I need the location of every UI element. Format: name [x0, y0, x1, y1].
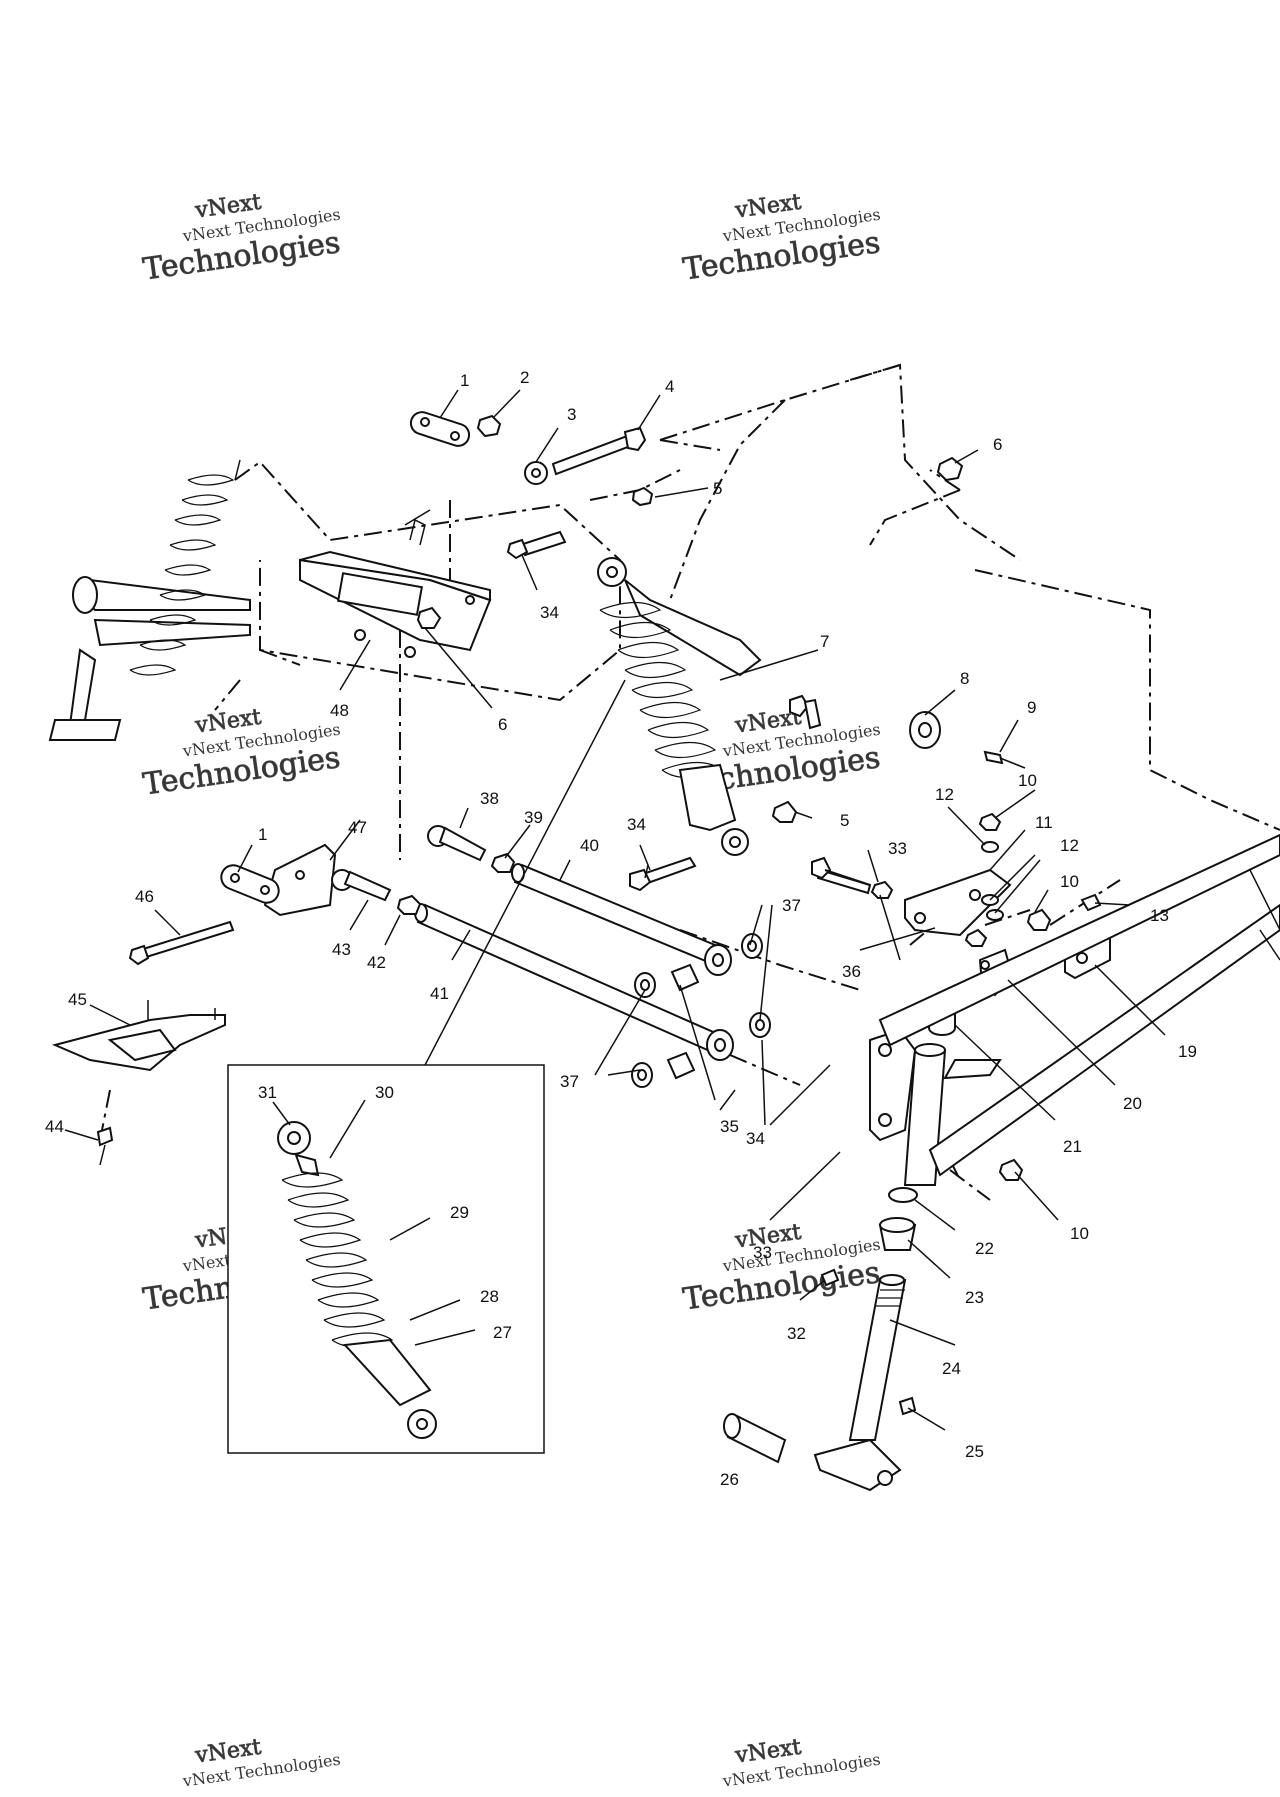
- callout-35: 35: [720, 1117, 739, 1136]
- callout-27: 27: [493, 1323, 512, 1342]
- callout-4: 4: [665, 377, 674, 396]
- callout-21: 21: [1063, 1137, 1082, 1156]
- callout-41: 41: [430, 984, 449, 1003]
- callout-leaders: [64, 389, 1166, 1431]
- part-45-bracket: [51, 1000, 226, 1166]
- callout-34: 34: [746, 1129, 765, 1148]
- callout-39: 39: [524, 808, 543, 827]
- callout-11: 11: [1035, 813, 1053, 832]
- callout-10: 10: [1060, 872, 1079, 891]
- callout-24: 24: [942, 1359, 961, 1378]
- callout-33: 33: [888, 839, 907, 858]
- small-parts-left: [128, 800, 871, 966]
- callout-numbers: 1 2 3 4 5 6 34 48 6 7 8 9 10 12 11 12 10…: [45, 368, 1197, 1489]
- callout-46: 46: [135, 887, 154, 906]
- callout-31: 31: [258, 1083, 277, 1102]
- watermark-ml: vNext vNext Technologies Technologies: [140, 704, 342, 803]
- callout-43: 43: [332, 940, 351, 959]
- callout-8: 8: [960, 669, 969, 688]
- callout-32: 32: [787, 1324, 806, 1343]
- callout-10: 10: [1018, 771, 1037, 790]
- callout-44: 44: [45, 1117, 64, 1136]
- watermark-tc: vNext vNext Technologies Technologies: [680, 189, 882, 288]
- callout-1: 1: [258, 825, 267, 844]
- callout-48: 48: [330, 701, 349, 720]
- callout-12: 12: [935, 785, 954, 804]
- watermark-group: vNext vNext Technologies Technologies vN…: [140, 189, 882, 1791]
- watermark-tl: vNext vNext Technologies Technologies: [140, 189, 342, 288]
- callout-34: 34: [627, 815, 646, 834]
- callout-37: 37: [782, 896, 801, 915]
- callout-19: 19: [1178, 1042, 1197, 1061]
- callout-26: 26: [720, 1470, 739, 1489]
- callout-6: 6: [993, 435, 1002, 454]
- callout-9: 9: [1027, 698, 1036, 717]
- callout-33: 33: [753, 1243, 772, 1262]
- callout-20: 20: [1123, 1094, 1142, 1113]
- torque-arms: [414, 863, 771, 1088]
- spindle-assembly: [723, 1028, 947, 1492]
- callout-6: 6: [498, 715, 507, 734]
- callout-10: 10: [1070, 1224, 1089, 1243]
- callout-13: 13: [1150, 906, 1169, 925]
- callout-29: 29: [450, 1203, 469, 1222]
- left-suspension-assembly: [48, 459, 251, 741]
- callout-37: 37: [560, 1072, 579, 1091]
- part-48-mounting-bracket: [299, 509, 492, 658]
- callout-30: 30: [375, 1083, 394, 1102]
- callout-38: 38: [480, 789, 499, 808]
- callout-12: 12: [1060, 836, 1079, 855]
- callout-7: 7: [820, 632, 829, 651]
- callout-3: 3: [567, 405, 576, 424]
- callout-45: 45: [68, 990, 87, 1009]
- callout-34: 34: [540, 603, 559, 622]
- callout-28: 28: [480, 1287, 499, 1306]
- small-parts-top: [409, 411, 1026, 769]
- callout-5: 5: [713, 479, 722, 498]
- callout-25: 25: [965, 1442, 984, 1461]
- inset-shock: [227, 1064, 545, 1454]
- frame-rails: [878, 833, 1280, 1177]
- callout-36: 36: [842, 962, 861, 981]
- watermark-bc: vNext vNext Technologies: [721, 1734, 882, 1791]
- callout-40: 40: [580, 836, 599, 855]
- callout-5: 5: [840, 811, 849, 830]
- callout-47: 47: [348, 818, 367, 837]
- callout-22: 22: [975, 1239, 994, 1258]
- callout-2: 2: [520, 368, 529, 387]
- callout-42: 42: [367, 953, 386, 972]
- watermark-bl: vNext vNext Technologies: [181, 1734, 342, 1791]
- callout-23: 23: [965, 1288, 984, 1307]
- watermark-lc: vNext vNext Technologies Technologies: [680, 1219, 882, 1318]
- part-shock-absorber-main: [597, 557, 762, 856]
- callout-1: 1: [460, 371, 469, 390]
